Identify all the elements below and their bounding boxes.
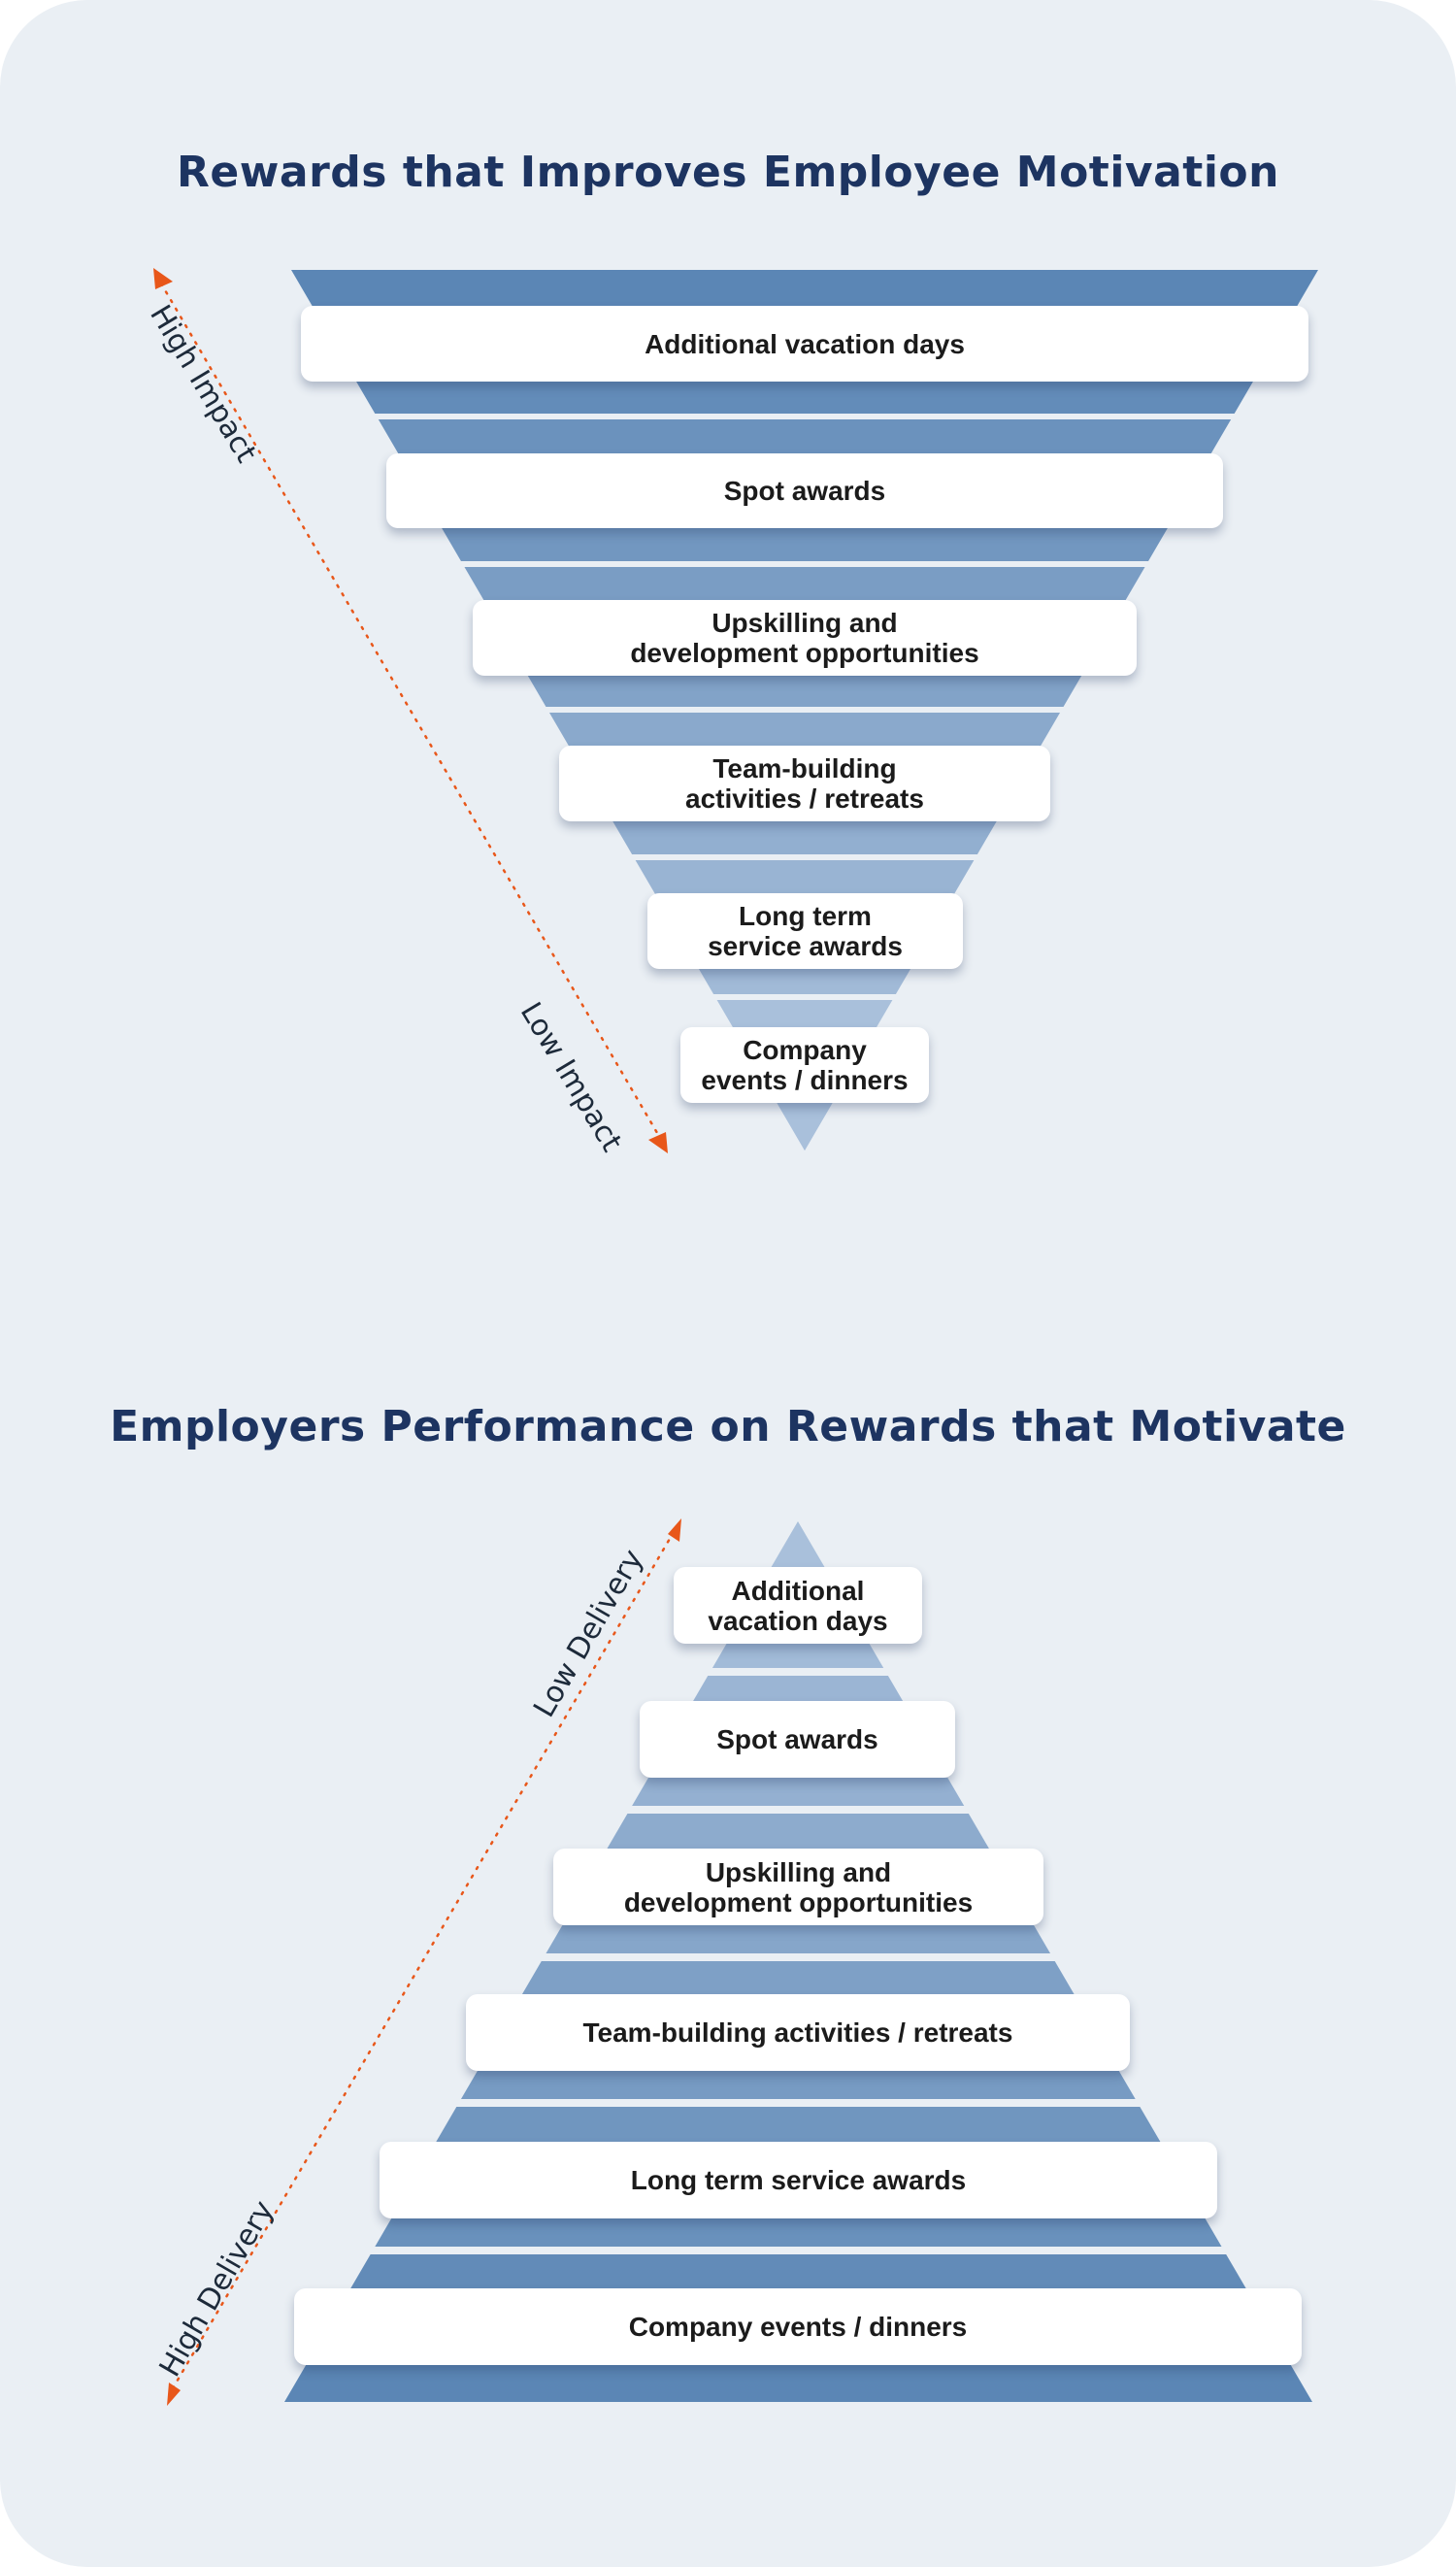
low-delivery-arrowhead-icon xyxy=(668,1518,681,1542)
band-stripe xyxy=(698,969,911,994)
bottom-pyramid-item-1: Additional vacation days xyxy=(674,1567,922,1644)
top-funnel-item-label: Upskilling and development opportunities xyxy=(630,608,979,668)
band-stripe xyxy=(716,1000,893,1027)
top-funnel-item-3: Upskilling and development opportunities xyxy=(473,600,1137,676)
bottom-pyramid-item-label: Long term service awards xyxy=(630,2165,967,2195)
top-funnel-item-label: Long term service awards xyxy=(708,901,903,961)
band-stripe xyxy=(612,822,997,854)
bottom-pyramid-bands xyxy=(284,1521,1312,2402)
bottom-pyramid-item-3: Upskilling and development opportunities xyxy=(553,1849,1043,1925)
band-stripe xyxy=(693,1676,904,1701)
top-funnel-item-label: Spot awards xyxy=(723,476,886,506)
bottom-pyramid-item-label: Additional vacation days xyxy=(708,1575,888,1636)
top-funnel-item-1: Additional vacation days xyxy=(301,306,1308,382)
low-impact-arrowhead-icon xyxy=(648,1132,668,1153)
band-stripe xyxy=(284,2365,1312,2402)
top-funnel-item-5: Long term service awards xyxy=(647,893,963,969)
band-stripe xyxy=(546,1925,1051,1953)
band-stripe xyxy=(771,1521,825,1567)
top-funnel-item-4: Team-building activities / retreats xyxy=(559,746,1050,821)
top-funnel-item-label: Company events / dinners xyxy=(701,1035,909,1095)
bottom-pyramid-item-label: Company events / dinners xyxy=(628,2312,968,2342)
bottom-pyramid-item-5: Long term service awards xyxy=(380,2142,1217,2218)
impact-axis-arrow xyxy=(153,268,668,1153)
band-stripe xyxy=(355,381,1254,414)
bottom-pyramid-item-4: Team-building activities / retreats xyxy=(466,1994,1130,2071)
band-stripe xyxy=(528,677,1081,707)
bottom-pyramid-item-label: Upskilling and development opportunities xyxy=(623,1856,974,1917)
top-funnel-item-label: Additional vacation days xyxy=(645,328,965,359)
band-stripe xyxy=(436,2107,1161,2142)
delivery-axis-line xyxy=(171,1530,676,2390)
band-stripe xyxy=(711,1644,884,1668)
high-impact-arrowhead-icon xyxy=(153,268,173,289)
top-funnel-item-label: Team-building activities / retreats xyxy=(685,753,924,814)
band-stripe xyxy=(460,2071,1136,2099)
top-funnel-bands xyxy=(291,270,1318,1150)
top-funnel-item-2: Spot awards xyxy=(386,453,1223,528)
band-stripe xyxy=(375,2218,1222,2247)
bottom-pyramid-item-6: Company events / dinners xyxy=(294,2288,1302,2365)
bottom-chart-title: Employers Performance on Rewards that Mo… xyxy=(110,1402,1346,1451)
band-stripe xyxy=(632,1778,965,1806)
delivery-axis-arrow xyxy=(167,1518,681,2406)
impact-axis-line xyxy=(159,282,662,1140)
top-chart-title: Rewards that Improves Employee Motivatio… xyxy=(177,148,1279,197)
band-stripe xyxy=(442,529,1168,561)
bottom-pyramid-item-label: Spot awards xyxy=(716,1724,878,1754)
bottom-pyramid-item-2: Spot awards xyxy=(640,1701,955,1778)
top-funnel-item-6: Company events / dinners xyxy=(680,1027,929,1103)
high-delivery-arrowhead-icon xyxy=(167,2383,181,2406)
funnel-tip xyxy=(777,1103,833,1150)
band-stripe xyxy=(350,2254,1246,2288)
band-stripe xyxy=(607,1814,989,1849)
bottom-pyramid-item-label: Team-building activities / retreats xyxy=(582,2017,1013,2048)
band-stripe xyxy=(521,1961,1075,1994)
